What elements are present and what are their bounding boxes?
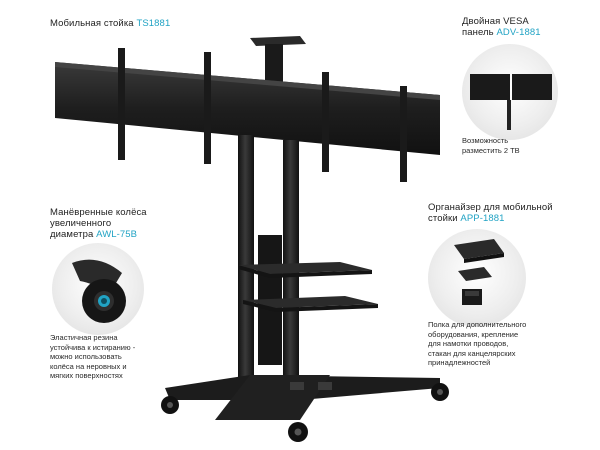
- organizer-heading: Органайзер для мобильной стойки APP-1881: [428, 202, 553, 224]
- vesa-heading-line2: панель: [462, 27, 494, 38]
- vesa-preview-circle: [462, 44, 558, 140]
- poles: [238, 135, 299, 385]
- organizer-heading-line2: стойки: [428, 213, 458, 224]
- organizer-heading-line1: Органайзер для мобильной: [428, 202, 553, 213]
- wheel-closeup-circle: [52, 243, 144, 335]
- organizer-note-line1: Полка для дополнительного: [428, 320, 527, 329]
- organizer-note-line2: оборудования, крепление: [428, 329, 519, 339]
- vesa-heading: Двойная VESA панель ADV-1881: [462, 16, 541, 38]
- wheels: [161, 383, 449, 442]
- vesa-note: Возможность разместить 2 ТВ: [462, 136, 520, 155]
- organizer-note: Полка для дополнительного оборудования, …: [428, 320, 526, 368]
- camera-shelf: [250, 36, 306, 92]
- wheels-note-line3: можно использовать: [50, 352, 122, 361]
- vesa-note-line2: разместить 2 ТВ: [462, 145, 520, 155]
- vesa-panel: [55, 48, 440, 182]
- vesa-heading-line1: Двойная VESA: [462, 16, 529, 27]
- wheels-note-line5: мягких поверхностях: [50, 371, 123, 380]
- organizer-parts-icon: [454, 239, 504, 305]
- dual-tv-thumbnail: [470, 74, 552, 130]
- organizer-note-line5: принадлежностей: [428, 358, 491, 367]
- organizer-circle: [428, 229, 526, 327]
- stand-code: TS1881: [136, 18, 171, 29]
- wheels-heading-line2: увеличенного: [50, 218, 112, 229]
- wheels-note: Эластичная резина устойчива к истиранию …: [50, 333, 135, 381]
- wheels-heading-line1: Манёвренные колёса: [50, 207, 147, 218]
- shelves: [238, 262, 378, 312]
- wheels-note-line2: устойчива к истиранию -: [50, 342, 136, 352]
- wheels-heading: Манёвренные колёса увеличенного диаметра…: [50, 207, 147, 240]
- stand-heading: Мобильная стойка TS1881: [50, 18, 170, 29]
- organizer-note-line4: стакан для канцелярских: [428, 348, 516, 358]
- wheels-code: AWL-75B: [96, 229, 138, 240]
- wheels-note-line1: Эластичная резина: [50, 333, 118, 342]
- vesa-code: ADV-1881: [496, 27, 541, 38]
- vesa-note-line1: Возможность: [462, 136, 509, 145]
- stand-title: Мобильная стойка: [50, 18, 134, 29]
- organizer-note-line3: для намотки проводов,: [428, 339, 509, 348]
- wheel-closeup-icon: [72, 259, 126, 323]
- organizer-code: APP-1881: [460, 213, 505, 224]
- wheels-note-line4: колёса на неровных и: [50, 361, 127, 371]
- base: [165, 375, 440, 420]
- wheels-heading-line3: диаметра: [50, 229, 94, 240]
